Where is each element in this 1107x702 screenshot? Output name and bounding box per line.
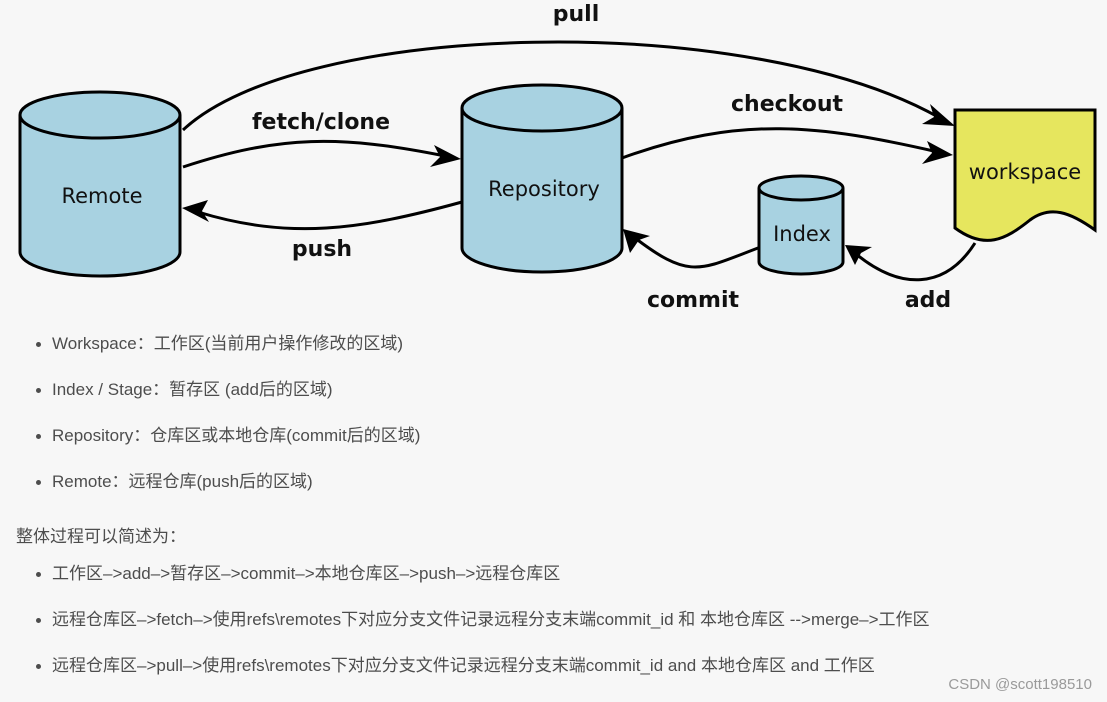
list-item-text: Index / Stage：暂存区 (add后的区域) bbox=[52, 380, 333, 399]
git-workflow-diagram: pull fetch/clone push checkout commit ad… bbox=[18, 2, 1097, 313]
list-item-text: Repository：仓库区或本地仓库(commit后的区域) bbox=[52, 426, 421, 445]
list-item-text: Remote：远程仓库(push后的区域) bbox=[52, 472, 313, 491]
list-item-text: 远程仓库区–>fetch–>使用refs\remotes下对应分支文件记录远程分… bbox=[52, 610, 930, 629]
push-arrow bbox=[182, 200, 463, 231]
commit-arrow bbox=[623, 229, 759, 269]
list-item-text: 远程仓库区–>pull–>使用refs\remotes下对应分支文件记录远程分支… bbox=[52, 656, 875, 675]
list-item: Repository：仓库区或本地仓库(commit后的区域) bbox=[36, 425, 420, 471]
checkout-arrow bbox=[621, 127, 953, 164]
bullet-icon bbox=[36, 618, 41, 623]
remote-label: Remote bbox=[61, 184, 142, 208]
index-label: Index bbox=[773, 222, 831, 246]
process-list: 工作区–>add–>暂存区–>commit–>本地仓库区–>push–>远程仓库… bbox=[36, 563, 930, 701]
bullet-icon bbox=[36, 388, 41, 393]
workspace-label: workspace bbox=[969, 160, 1081, 184]
pull-arrow bbox=[181, 40, 955, 132]
area-definitions-list: Workspace：工作区(当前用户操作修改的区域) Index / Stage… bbox=[36, 333, 420, 517]
remote-cylinder bbox=[18, 90, 182, 278]
list-item: Index / Stage：暂存区 (add后的区域) bbox=[36, 379, 420, 425]
workspace-document bbox=[953, 108, 1097, 242]
summary-title: 整体过程可以简述为： bbox=[16, 527, 186, 546]
bullet-icon bbox=[36, 434, 41, 439]
list-item-text: Workspace：工作区(当前用户操作修改的区域) bbox=[52, 334, 404, 353]
checkout-label: checkout bbox=[731, 92, 843, 117]
bullet-icon bbox=[36, 664, 41, 669]
list-item: Workspace：工作区(当前用户操作修改的区域) bbox=[36, 333, 420, 379]
commit-label: commit bbox=[647, 288, 740, 313]
pull-label: pull bbox=[553, 2, 600, 27]
list-item: 工作区–>add–>暂存区–>commit–>本地仓库区–>push–>远程仓库… bbox=[36, 563, 930, 609]
index-cylinder bbox=[757, 174, 845, 276]
watermark: CSDN @scott198510 bbox=[948, 676, 1092, 693]
add-label: add bbox=[905, 288, 951, 313]
list-item: 远程仓库区–>pull–>使用refs\remotes下对应分支文件记录远程分支… bbox=[36, 655, 930, 701]
bullet-icon bbox=[36, 480, 41, 485]
list-item-text: 工作区–>add–>暂存区–>commit–>本地仓库区–>push–>远程仓库… bbox=[52, 564, 561, 583]
fetch-clone-arrow bbox=[182, 139, 461, 169]
add-arrow bbox=[845, 242, 977, 282]
list-item: 远程仓库区–>fetch–>使用refs\remotes下对应分支文件记录远程分… bbox=[36, 609, 930, 655]
repository-label: Repository bbox=[488, 177, 600, 201]
bullet-icon bbox=[36, 572, 41, 577]
repository-cylinder bbox=[460, 83, 624, 274]
push-label: push bbox=[292, 237, 352, 262]
fetch-clone-label: fetch/clone bbox=[252, 110, 390, 135]
list-item: Remote：远程仓库(push后的区域) bbox=[36, 471, 420, 517]
bullet-icon bbox=[36, 342, 41, 347]
